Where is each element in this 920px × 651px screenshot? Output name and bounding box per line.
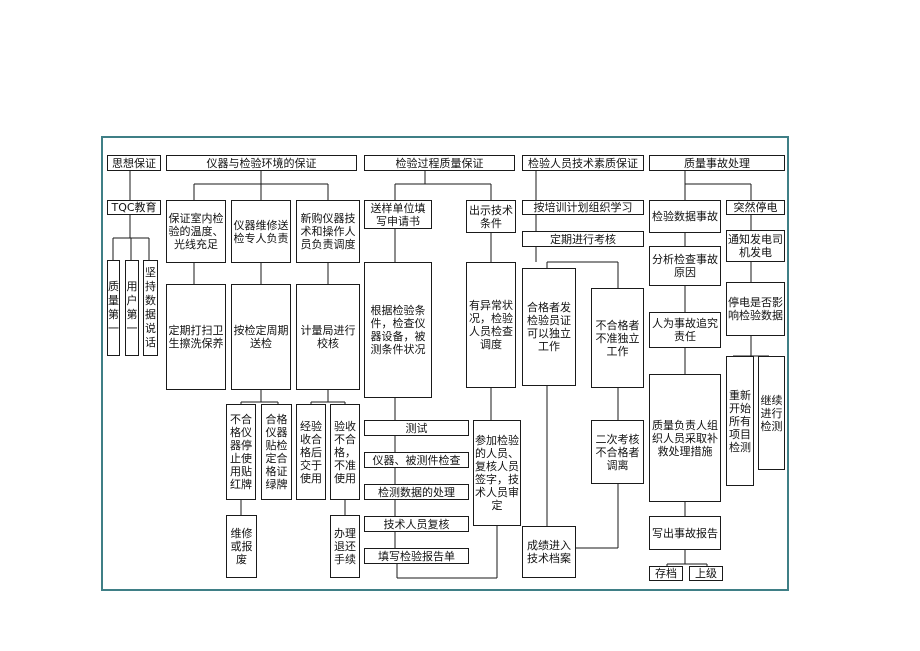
rejected-box: 验收不合格，不准使用 [330,404,360,500]
new-instrument-box: 新购仪器技术和操作人员负责调度 [296,200,360,263]
step-review: 技术人员复核 [364,516,469,532]
outage-affect-box: 停电是否影响检验数据 [726,282,785,336]
restart-test-box: 重新开始所有项目检测 [726,356,754,486]
application-box: 送样单位填写申请书 [364,200,432,229]
data-speak-box: 坚持数据说话 [143,260,158,356]
pass-box: 合格者发检验员证可以独立工作 [522,268,576,386]
inspection-conditions-box: 根据检验条件，检查仪器设备，被测条件状况 [364,262,432,398]
red-tag-box: 不合格仪器停止使用贴红牌 [226,404,256,500]
step-report: 填写检验报告单 [364,548,469,564]
return-box: 办理退还手续 [330,515,360,578]
step-data: 检测数据的处理 [364,484,469,500]
continue-test-box: 继续进行检测 [758,356,785,470]
tech-conditions-box: 出示技术条件 [466,200,516,233]
periodic-check-box: 按检定周期送检 [231,284,291,390]
power-outage-box: 突然停电 [726,200,785,215]
header-instrument: 仪器与检验环境的保证 [166,155,357,171]
second-exam-box: 二次考核不合格者调离 [591,420,644,484]
repair-scrap-box: 维修或报废 [226,515,257,578]
header-thought: 思想保证 [107,155,161,171]
metrology-box: 计量局进行校核 [296,284,360,390]
abnormal-box: 有异常状况，检验人员检查调度 [466,262,516,388]
signature-box: 参加检验的人员、复核人员签字，技术人员审定 [473,420,521,526]
exam-box: 定期进行考核 [522,231,644,247]
clean-box: 定期打扫卫生擦洗保养 [166,284,226,390]
remedial-measures-box: 质量负责人组织人员采取补救处理措施 [649,374,721,502]
connector-lines [112,171,769,579]
user-first-box: 用户第一 [125,260,139,356]
flowchart-frame: 思想保证 仪器与检验环境的保证 检验过程质量保证 检验人员技术素质保证 质量事故… [101,136,789,591]
header-accident: 质量事故处理 [649,155,785,171]
accident-report-box: 写出事故报告 [649,516,721,550]
quality-first-box: 质量第一 [107,260,120,356]
repair-owner-box: 仪器维修送检专人负责 [231,200,291,263]
archive-box: 存档 [649,566,683,581]
data-accident-box: 检验数据事故 [649,200,721,233]
fail-box: 不合格者不准独立工作 [591,288,644,388]
room-env-box: 保证室内检验的温度、光线充足 [166,200,226,263]
analyze-cause-box: 分析检查事故原因 [649,246,721,286]
human-accident-box: 人为事故追究责任 [649,312,721,348]
step-check: 仪器、被测件检查 [364,452,469,468]
archive-record-box: 成绩进入技术档案 [522,526,576,578]
green-tag-box: 合格仪器贴检定合格证绿牌 [261,404,292,500]
notify-generator-box: 通知发电司机发电 [726,230,785,262]
header-personnel: 检验人员技术素质保证 [522,155,644,171]
accepted-box: 经验收合格后交于使用 [296,404,326,500]
training-box: 按培训计划组织学习 [522,200,644,215]
header-process: 检验过程质量保证 [364,155,515,171]
tqc-education-box: TQC教育 [107,200,161,215]
step-test: 测试 [364,420,469,436]
superior-box: 上级 [689,566,723,581]
